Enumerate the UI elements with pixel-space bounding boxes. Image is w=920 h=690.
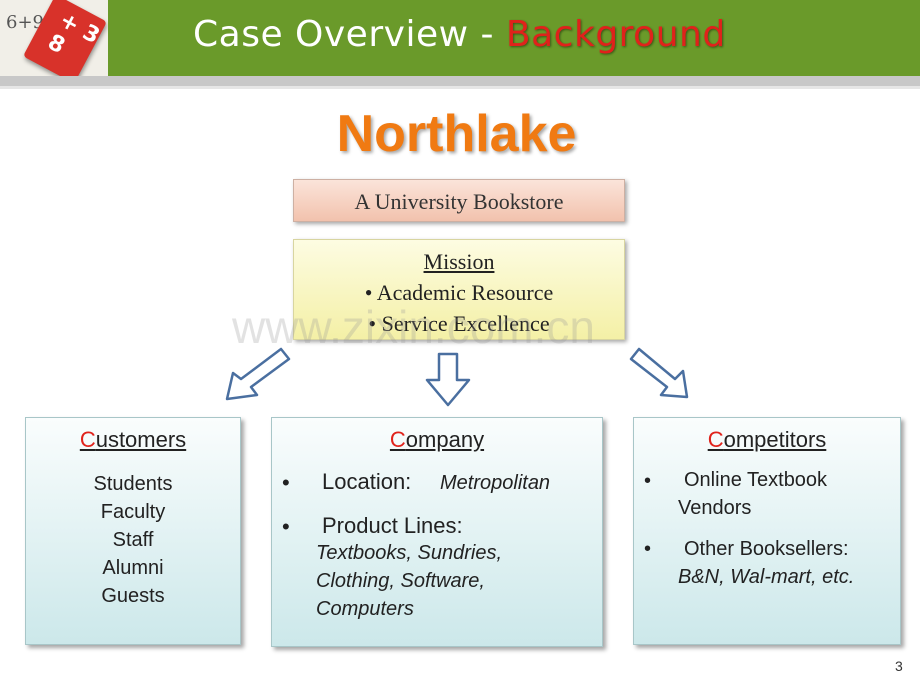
arrow-left-icon <box>225 347 291 401</box>
bullet: • <box>644 470 652 492</box>
headline: Northlake <box>336 105 577 163</box>
mission-item: • Service Excellence <box>368 311 550 336</box>
mission-box: Mission • Academic Resource • Service Ex… <box>293 239 625 340</box>
list-item: Students <box>93 473 173 495</box>
competitor-item: Online Textbook <box>684 469 828 491</box>
bullet: • <box>644 538 652 560</box>
page-number: 3 <box>895 658 903 674</box>
competitor-item: Other Booksellers: <box>684 538 849 560</box>
customers-list: Students Faculty Staff Alumni Guests <box>26 470 240 610</box>
list-item: Alumni <box>102 557 164 579</box>
competitors-title-rest: ompetitors <box>723 427 827 452</box>
company-box: Company • Location: Metropolitan • Produ… <box>271 417 603 647</box>
subtitle-box: A University Bookstore <box>293 179 625 222</box>
location-label: Location: <box>322 469 412 494</box>
mission-item: • Academic Resource <box>364 280 554 305</box>
header-divider-light <box>0 86 920 89</box>
product-lines-value: Textbooks, Sundries, <box>316 542 503 564</box>
company-title: Company <box>272 427 602 453</box>
slide-title-accent: Background <box>505 14 726 55</box>
product-lines-label: Product Lines: <box>322 513 463 538</box>
competitors-box: Competitors • Online Textbook Vendors • … <box>633 417 901 645</box>
bullet: • <box>282 470 290 495</box>
customers-title-initial: C <box>79 427 96 452</box>
logo-image: 6+9 + 3 8 <box>0 0 108 76</box>
logo-numbers: 6+9 <box>6 12 44 33</box>
mission-title: Mission <box>423 249 495 274</box>
slide-title: Case Overview - Background <box>193 14 726 55</box>
arrow-right-icon <box>629 347 689 399</box>
list-item: Faculty <box>100 501 166 523</box>
bullet: • <box>282 514 290 539</box>
competitor-value: B&N, Wal-mart, etc. <box>678 566 855 588</box>
header-divider <box>0 76 920 86</box>
product-lines-value: Clothing, Software, <box>316 570 485 592</box>
header-bar <box>0 0 920 76</box>
customers-title: Customers <box>26 427 240 453</box>
competitors-title-initial: C <box>707 427 724 452</box>
product-lines-value: Computers <box>316 598 414 620</box>
list-item: Guests <box>101 585 165 607</box>
watermark: www.zixin.com.cn <box>232 301 595 353</box>
arrow-down-icon <box>425 352 471 407</box>
company-title-rest: ompany <box>405 427 485 452</box>
company-title-initial: C <box>389 427 406 452</box>
slide-title-main: Case Overview - <box>193 14 506 55</box>
customers-box: Customers Students Faculty Staff Alumni … <box>25 417 241 645</box>
customers-title-rest: ustomers <box>95 427 187 452</box>
list-item: Staff <box>112 529 154 551</box>
location-value: Metropolitan <box>440 472 551 494</box>
competitor-item: Vendors <box>678 497 752 519</box>
competitors-title: Competitors <box>634 427 900 453</box>
